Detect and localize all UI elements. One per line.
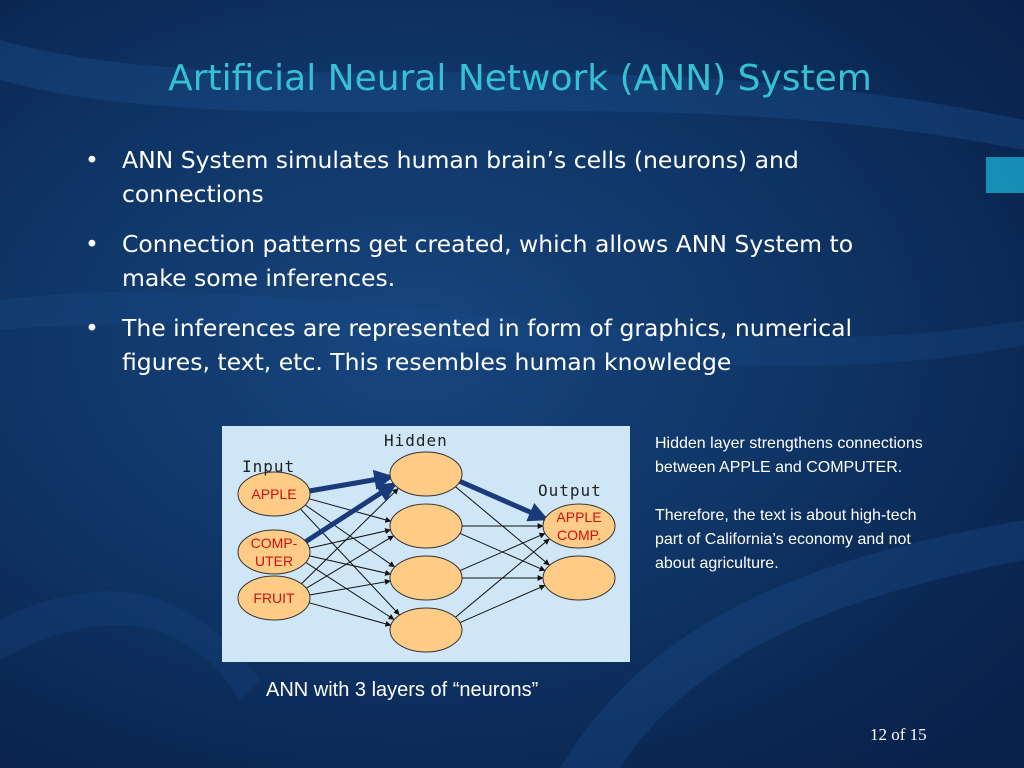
connection-edge	[307, 578, 391, 596]
side-note: Hidden layer strengthens connections bet…	[655, 432, 925, 576]
bullet-item: • Connection patterns get created, which…	[80, 227, 900, 295]
connection-edge	[303, 503, 395, 568]
neuron-label: UTER	[255, 553, 293, 569]
connection-edge	[299, 507, 400, 616]
neuron-nodes: APPLE COMP- UTER FRUIT APPLE COMP.	[237, 451, 616, 653]
hidden-neuron	[389, 555, 463, 601]
bullet-marker: •	[85, 314, 99, 342]
hidden-neuron	[389, 451, 463, 497]
bullet-text: Connection patterns get created, which a…	[122, 230, 854, 292]
page-number: 12 of 15	[870, 725, 927, 744]
input-neuron	[237, 529, 311, 575]
connection-edge	[307, 497, 392, 523]
output-neuron	[542, 503, 616, 549]
strengthened-connections	[303, 469, 549, 545]
neuron-label: FRUIT	[253, 590, 295, 606]
hidden-layer-label: Hidden	[384, 431, 448, 450]
bullet-marker: •	[85, 230, 99, 258]
connection-edge	[453, 538, 550, 619]
output-layer-label: Output	[538, 481, 602, 500]
input-neuron	[237, 575, 311, 621]
neuron-label: APPLE	[251, 486, 296, 502]
connection-edge	[300, 488, 399, 586]
connection-edge	[307, 528, 392, 549]
connection-edge	[458, 584, 546, 624]
strong-connection	[303, 482, 398, 545]
connection-edge	[304, 561, 395, 620]
connection-edge	[304, 535, 394, 590]
bullet-item: • ANN System simulates human brain’s cel…	[80, 143, 900, 211]
connection-edge	[458, 532, 546, 572]
strong-connection	[457, 478, 549, 522]
bullet-text: The inferences are represented in form o…	[122, 314, 853, 376]
diagram-caption: ANN with 3 layers of “neurons”	[266, 679, 539, 701]
hidden-neuron	[389, 607, 463, 653]
bullet-list: • ANN System simulates human brain’s cel…	[80, 143, 900, 395]
bullet-item: • The inferences are represented in form…	[80, 311, 900, 379]
bullet-text: ANN System simulates human brain’s cells…	[122, 146, 799, 208]
connection-edge	[458, 532, 546, 572]
connection-edge	[307, 601, 392, 627]
side-note-paragraph: Hidden layer strengthens connections bet…	[655, 435, 923, 476]
connection-edges	[299, 474, 550, 627]
neuron-label: COMP.	[557, 527, 601, 543]
strong-connection	[307, 469, 395, 494]
neuron-label: COMP-	[251, 535, 298, 551]
neural-network-diagram: APPLE COMP- UTER FRUIT APPLE COMP. Input Hidd…	[222, 426, 630, 662]
output-neuron	[542, 555, 616, 601]
input-neuron	[237, 471, 311, 517]
neural-network-svg: APPLE COMP- UTER FRUIT APPLE COMP. Input Hidd…	[237, 431, 616, 653]
bullet-marker: •	[85, 146, 99, 174]
side-note-paragraph: Therefore, the text is about high-tech p…	[655, 507, 917, 572]
connection-edge	[307, 555, 392, 576]
hidden-neuron	[389, 503, 463, 549]
slide-title: Artificial Neural Network (ANN) System	[168, 58, 872, 99]
neuron-label: APPLE	[556, 509, 601, 525]
input-layer-label: Input	[242, 457, 295, 476]
